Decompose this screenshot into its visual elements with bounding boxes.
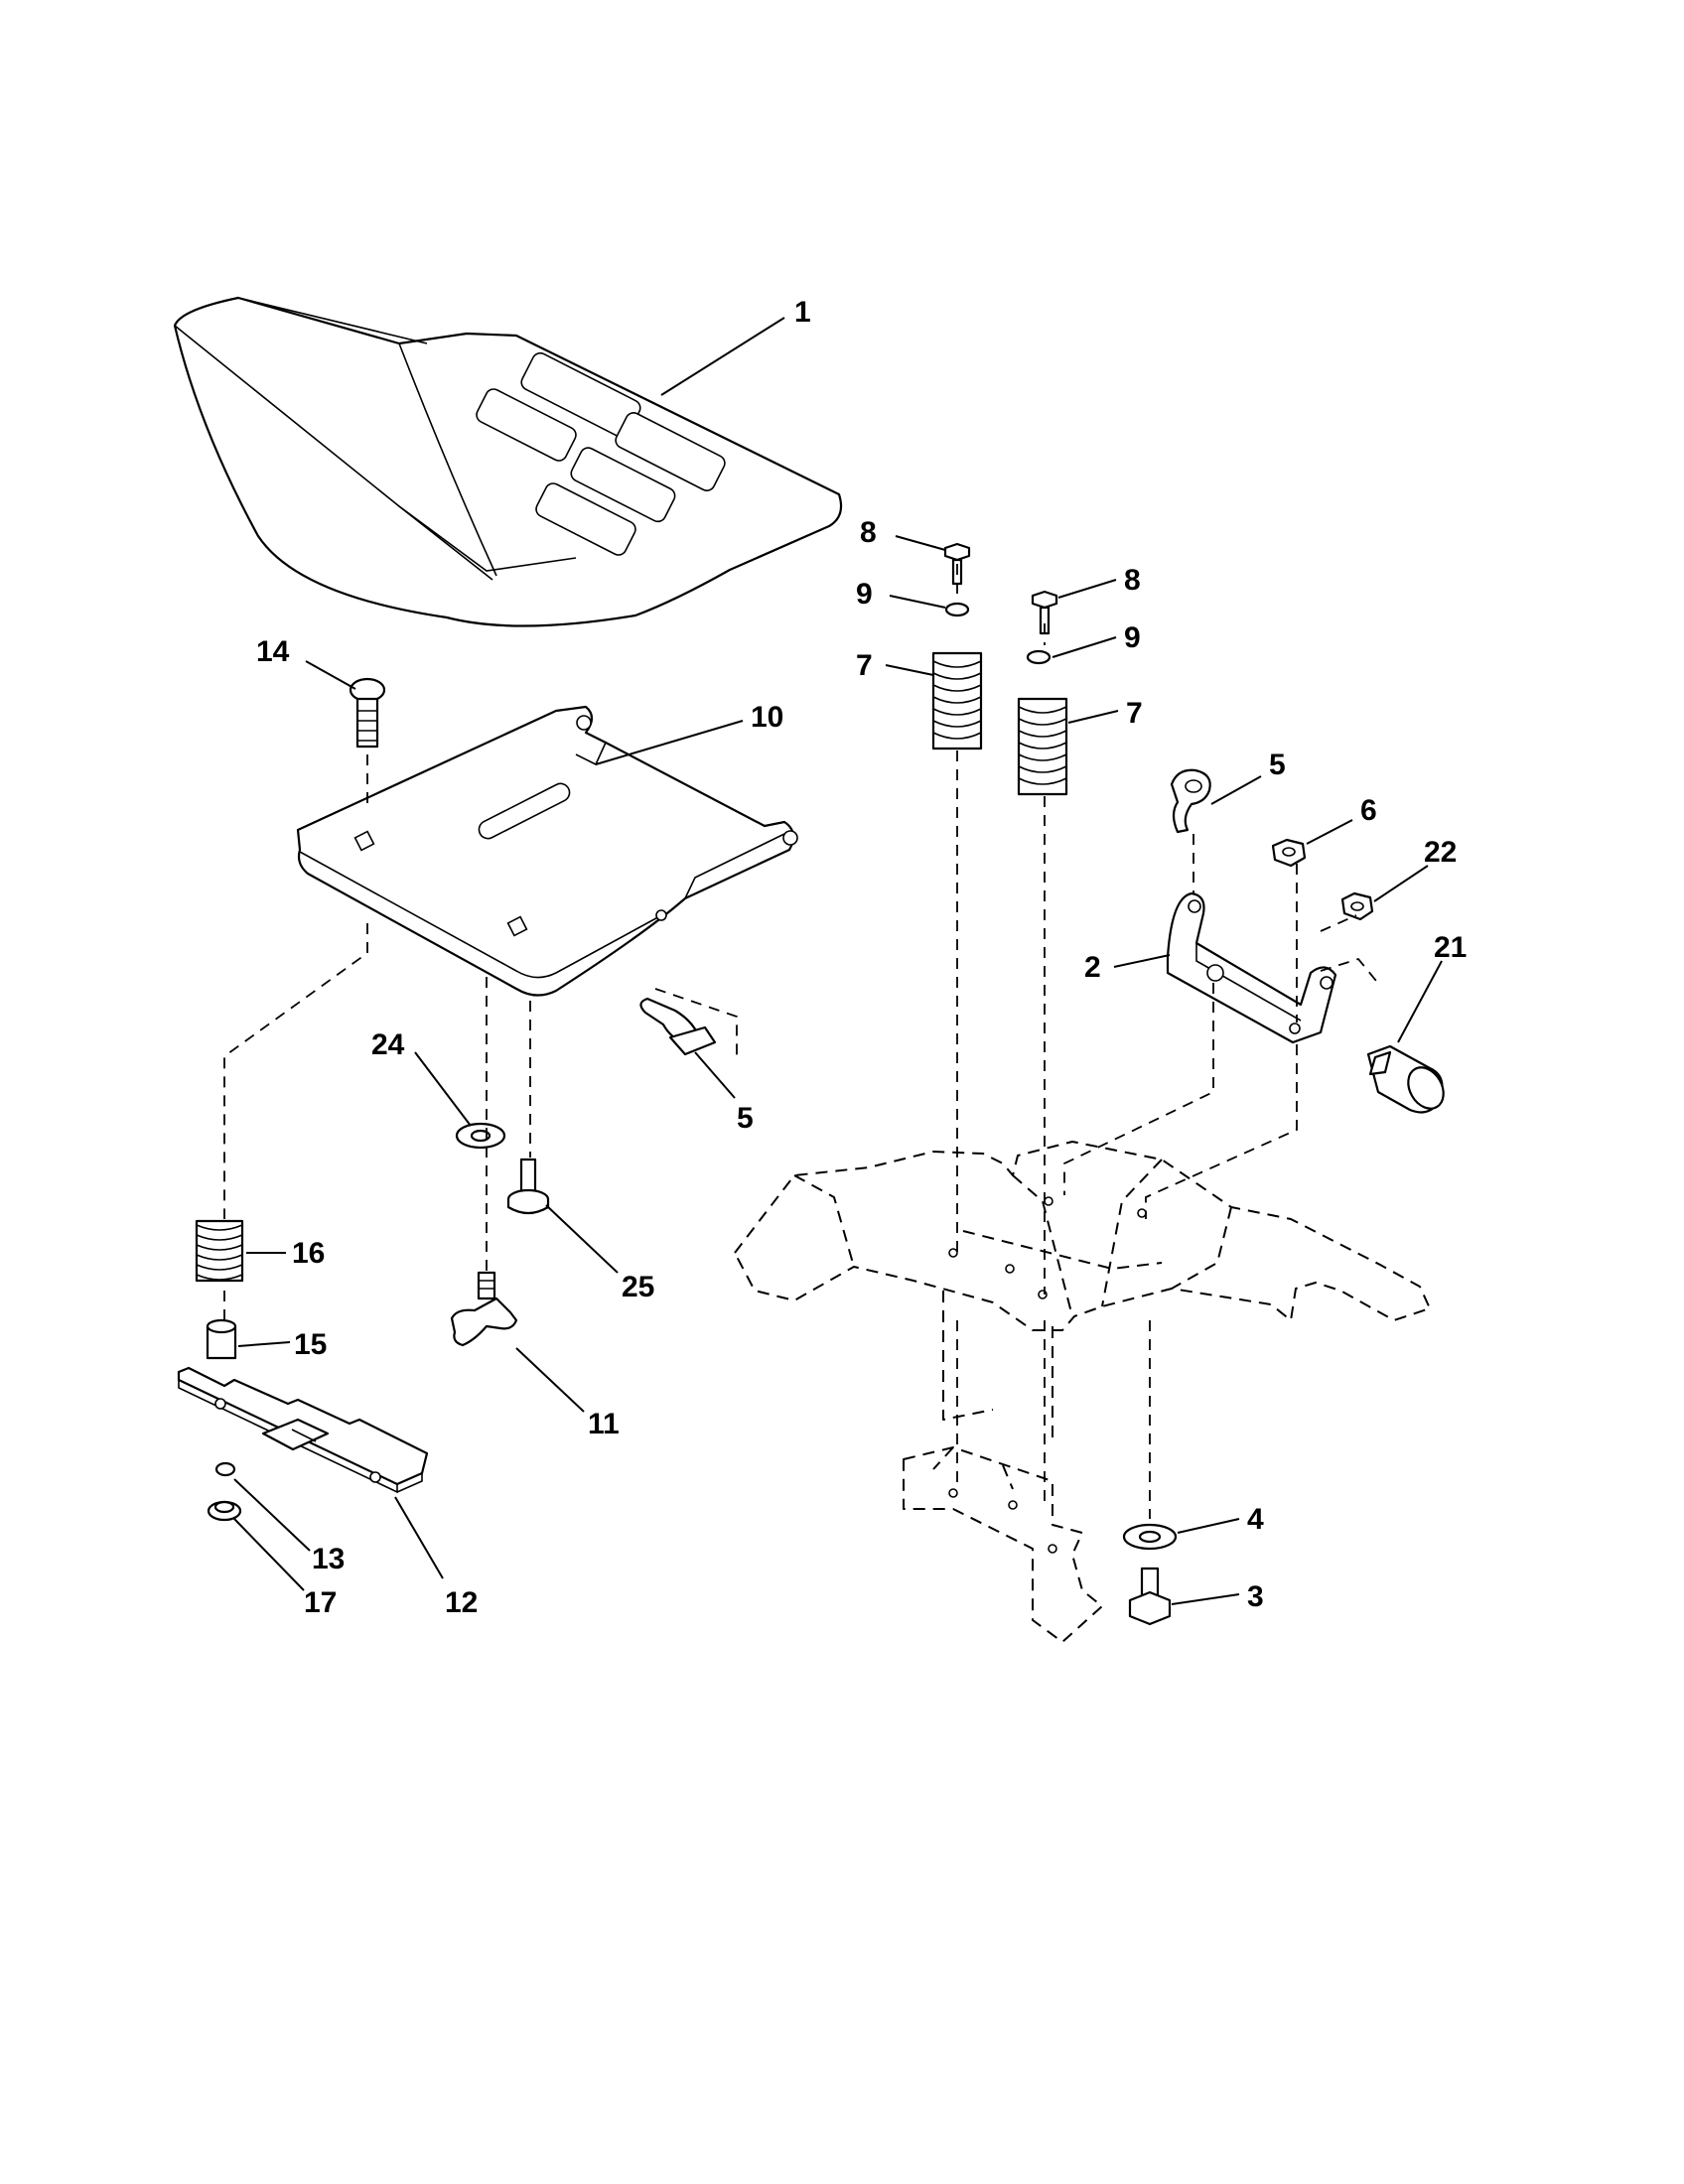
shoulder-bolt-part [506, 1158, 550, 1215]
callout-label: 15 [294, 1328, 327, 1361]
callout-label: 17 [304, 1586, 337, 1619]
carriage-bolt-part [349, 677, 386, 749]
shoulder-bolt-right-part [1366, 1044, 1445, 1114]
spacer-part [206, 1318, 237, 1360]
hex-bolt-right-part [1031, 590, 1058, 635]
callout-label: 22 [1424, 836, 1457, 869]
seat-spring-right-part [1017, 697, 1068, 796]
callout-label: 4 [1247, 1503, 1264, 1536]
hex-nut-part [214, 1461, 236, 1477]
seat-spring-left-part [931, 651, 983, 751]
hairpin-clip-part [639, 988, 738, 1057]
callout-label: 11 [588, 1408, 620, 1440]
adjustment-plate-part [177, 1366, 429, 1494]
callout-label: 16 [292, 1237, 325, 1270]
small-spring-part [195, 1219, 244, 1283]
hex-bolt-frame-part [1128, 1567, 1172, 1626]
callout-label: 5 [1269, 749, 1286, 781]
lock-washer-right-part [1026, 649, 1052, 665]
hex-nut-right-part [1340, 891, 1374, 921]
callout-label: 7 [856, 649, 873, 682]
callout-labels: 1 2 3 4 5 5 6 7 7 8 8 9 9 10 11 12 13 14… [256, 296, 1467, 1619]
lock-nut-part [1271, 838, 1307, 868]
seat-part [173, 296, 843, 627]
callout-label: 12 [445, 1586, 478, 1619]
flat-washer-part [455, 1122, 506, 1150]
lock-washer-left-part [944, 602, 970, 617]
callout-label: 6 [1360, 794, 1377, 827]
callout-label: 8 [1124, 564, 1141, 597]
callout-label: 25 [622, 1271, 654, 1303]
callout-label: 7 [1126, 697, 1143, 730]
callout-label: 9 [1124, 621, 1141, 654]
callout-label: 21 [1434, 931, 1467, 964]
flange-nut-part [207, 1500, 242, 1522]
hairpin-clip-right-part [1170, 768, 1211, 834]
callout-label: 13 [312, 1543, 345, 1575]
callout-label: 2 [1084, 951, 1101, 984]
tractor-frame-outline [734, 1141, 1431, 1643]
callout-label: 5 [737, 1102, 754, 1135]
callout-label: 24 [371, 1028, 405, 1061]
pivot-bracket-part [1166, 891, 1337, 1044]
callout-label: 9 [856, 578, 873, 611]
assembly-lines [223, 564, 1377, 1519]
callout-label: 3 [1247, 1580, 1264, 1613]
flat-washer-right-part [1122, 1523, 1178, 1551]
seat-pan-part [296, 705, 798, 997]
callout-label: 8 [860, 516, 877, 549]
callout-label: 10 [751, 701, 783, 734]
wing-nut-part [450, 1271, 518, 1347]
leader-lines [233, 317, 1443, 1605]
callout-label: 1 [794, 296, 811, 329]
callout-label: 14 [256, 635, 290, 668]
